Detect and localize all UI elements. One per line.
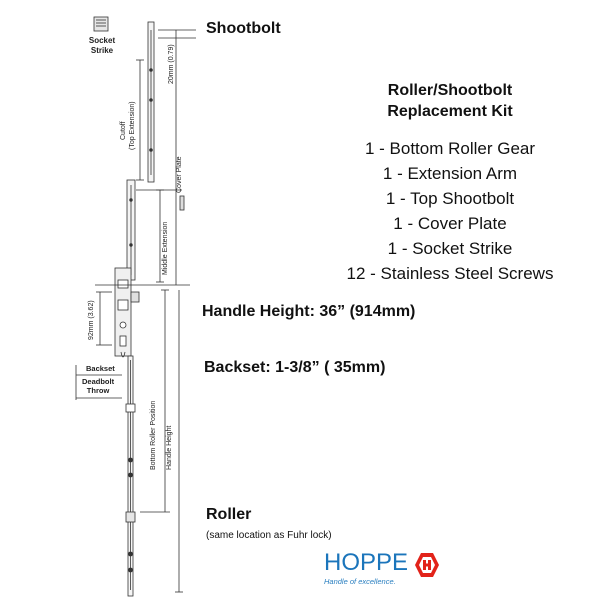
kit-title: Roller/Shootbolt Replacement Kit (340, 80, 560, 122)
socket-strike-label: Socket Strike (86, 36, 118, 56)
kit-item: 1 - Bottom Roller Gear (364, 139, 536, 158)
deadbolt-label: Deadbolt (82, 377, 115, 386)
socket-strike-label-line-1: Socket (88, 36, 116, 45)
dim-middle-extension-label: Middle Extension (162, 221, 169, 275)
throw-label: Throw (86, 386, 110, 395)
logo-wordmark: HOPPE (324, 549, 409, 576)
logo-tagline: Handle of excellence. (324, 577, 396, 586)
cover-plate-part (179, 195, 185, 211)
dim-92mm-label: 92mm (3.62) (88, 300, 95, 340)
roller-note: (same location as Fuhr lock) (206, 530, 332, 541)
kit-item-list: 1 - Bottom Roller Gear 1 - Extension Arm… (320, 136, 580, 286)
socket-strike-label-line-2: Strike (90, 46, 114, 55)
kit-item: 1 - Socket Strike (387, 239, 513, 258)
kit-title-line-1: Roller/Shootbolt (387, 82, 513, 99)
backset-heading: Backset: 1-3/8” ( 35mm) (204, 359, 386, 376)
dim-handle-height-label: Handle Height (166, 425, 173, 470)
socket-strike-icon (93, 16, 109, 32)
dim-bottom-roller-position-label: Bottom Roller Position (150, 400, 157, 470)
shootbolt-heading: Shootbolt (206, 20, 281, 37)
hoppe-logo: HOPPE Handle of excellence. (318, 548, 448, 588)
handle-height-heading: Handle Height: 36” (914mm) (202, 303, 416, 320)
roller-heading: Roller (206, 506, 252, 523)
kit-item: 1 - Cover Plate (393, 214, 507, 233)
deadbolt-throw-label: Deadbolt Throw (82, 377, 114, 395)
dim-top-extension-label: (Top Extension) (129, 101, 136, 150)
dim-20mm-label: 20mm (0.79) (168, 44, 175, 84)
dim-cutoff-label: Cutoff (120, 121, 127, 140)
kit-item: 1 - Top Shootbolt (385, 189, 515, 208)
dim-cover-plate-label: Cover Plate (176, 156, 183, 193)
kit-item: 1 - Extension Arm (382, 164, 518, 183)
kit-title-line-2: Replacement Kit (387, 103, 513, 120)
backset-label: Backset (86, 364, 115, 373)
kit-item: 12 - Stainless Steel Screws (346, 264, 554, 283)
gearbox-body (114, 267, 132, 357)
hoppe-mark-icon (415, 553, 439, 577)
